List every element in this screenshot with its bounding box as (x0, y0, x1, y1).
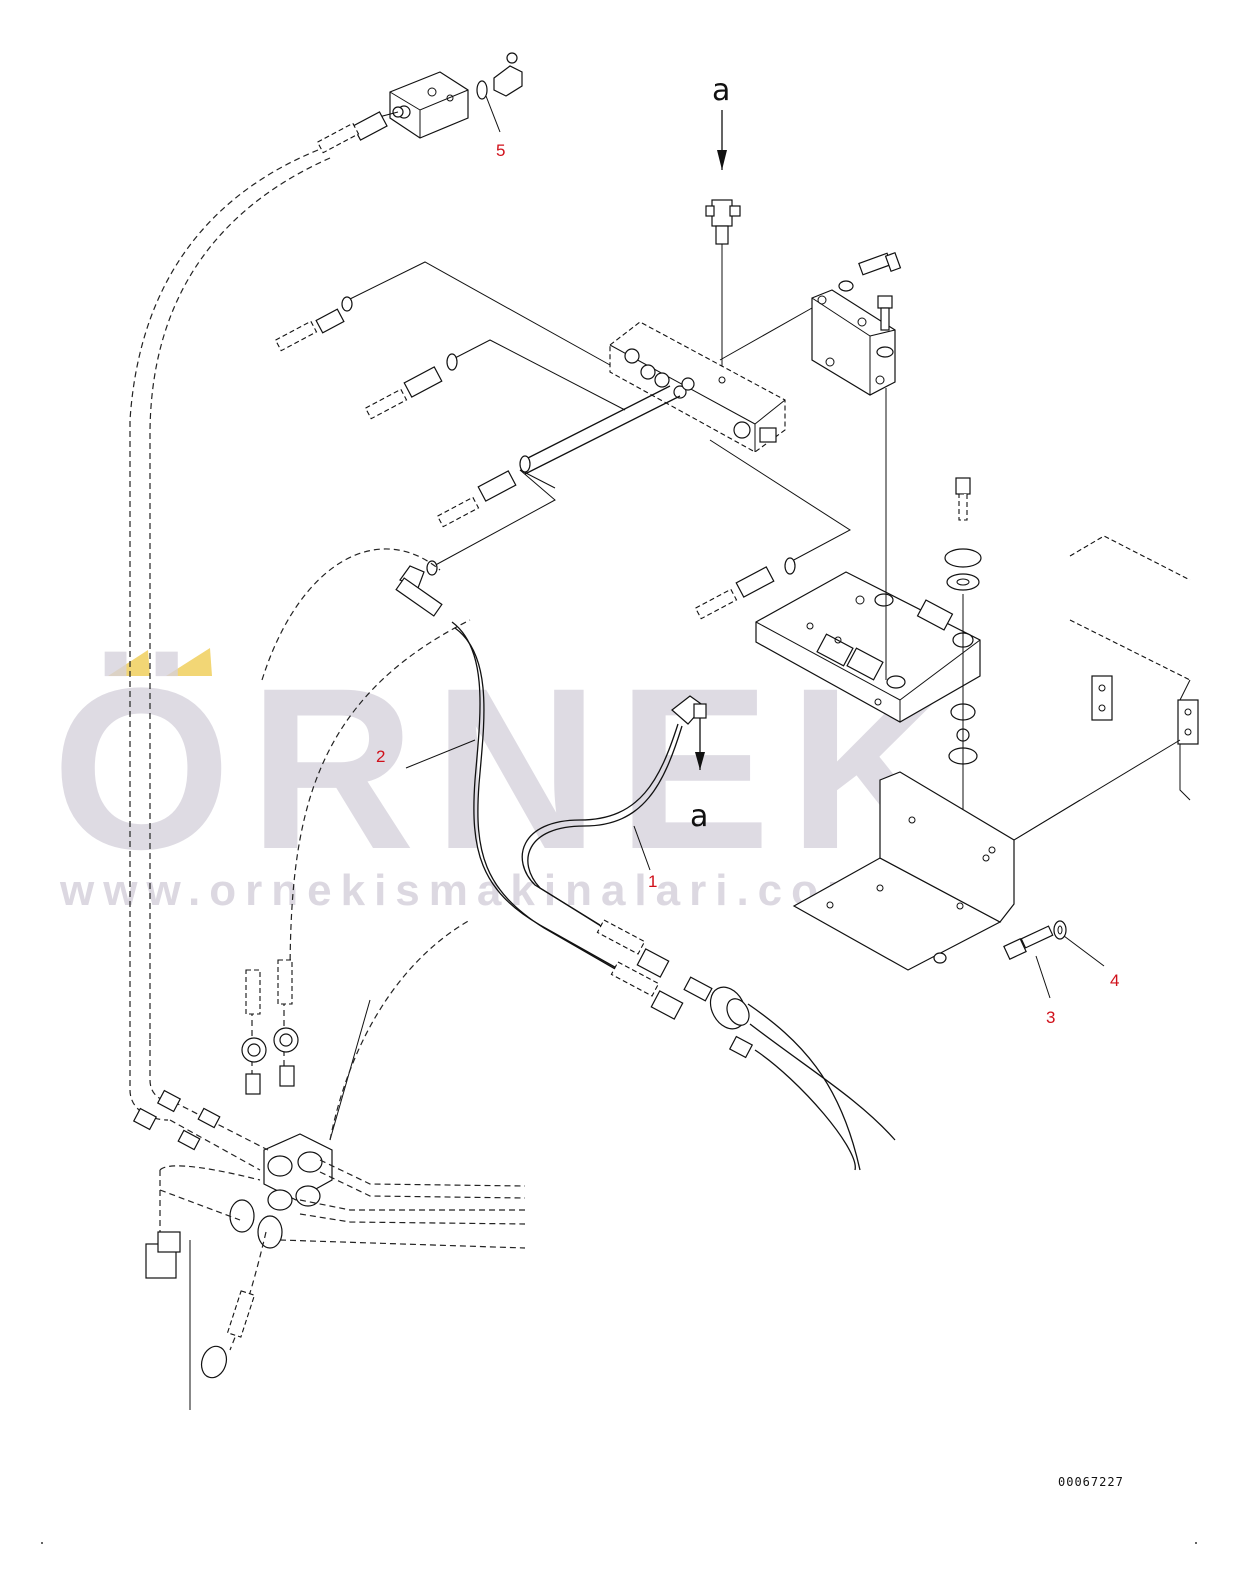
watermark-brand: ÖRNEK (52, 640, 973, 897)
hose-part-1 (521, 695, 707, 978)
callout-4: 4 (1110, 971, 1119, 990)
distribution-block (132, 919, 526, 1410)
damper-stack (944, 477, 982, 910)
corner-mark (1195, 1542, 1197, 1544)
arrow-a-label: a (690, 799, 708, 834)
view-a-label: a (712, 73, 730, 108)
watermark: ÖRNEK www.ornekismakinalari.com.tr (52, 640, 973, 915)
return-tube-bundle (129, 122, 360, 1121)
callout-labels: 1 2 3 4 5 (376, 141, 1119, 1027)
hose-part-2 (395, 560, 684, 1020)
upper-tube-assemblies (274, 261, 851, 620)
control-valve-plate (755, 388, 981, 723)
manifold-mount-plate (719, 289, 896, 396)
vertical-tube-pair (241, 548, 471, 1095)
lower-hose-connectors (683, 976, 896, 1171)
mounting-bracket (792, 771, 1081, 971)
watermark-accent-mark (108, 650, 150, 676)
callout-1: 1 (648, 872, 657, 891)
view-a-arrow: a (690, 718, 708, 834)
o-ring-part-5 (476, 52, 523, 133)
washer-part-4 (1053, 920, 1105, 967)
relief-valve-block (352, 71, 469, 141)
corner-mark (41, 1542, 43, 1544)
bolt-part-3 (1003, 925, 1054, 999)
watermark-accent-mark (166, 648, 212, 676)
callout-5: 5 (496, 141, 505, 160)
callout-2: 2 (376, 747, 385, 766)
callout-3: 3 (1046, 1008, 1055, 1027)
machine-frame (1013, 535, 1199, 841)
mount-bolts (838, 252, 902, 358)
view-a-indicator: a (705, 73, 741, 380)
main-manifold (609, 321, 786, 453)
drawing-code: 00067227 (1058, 1475, 1124, 1489)
